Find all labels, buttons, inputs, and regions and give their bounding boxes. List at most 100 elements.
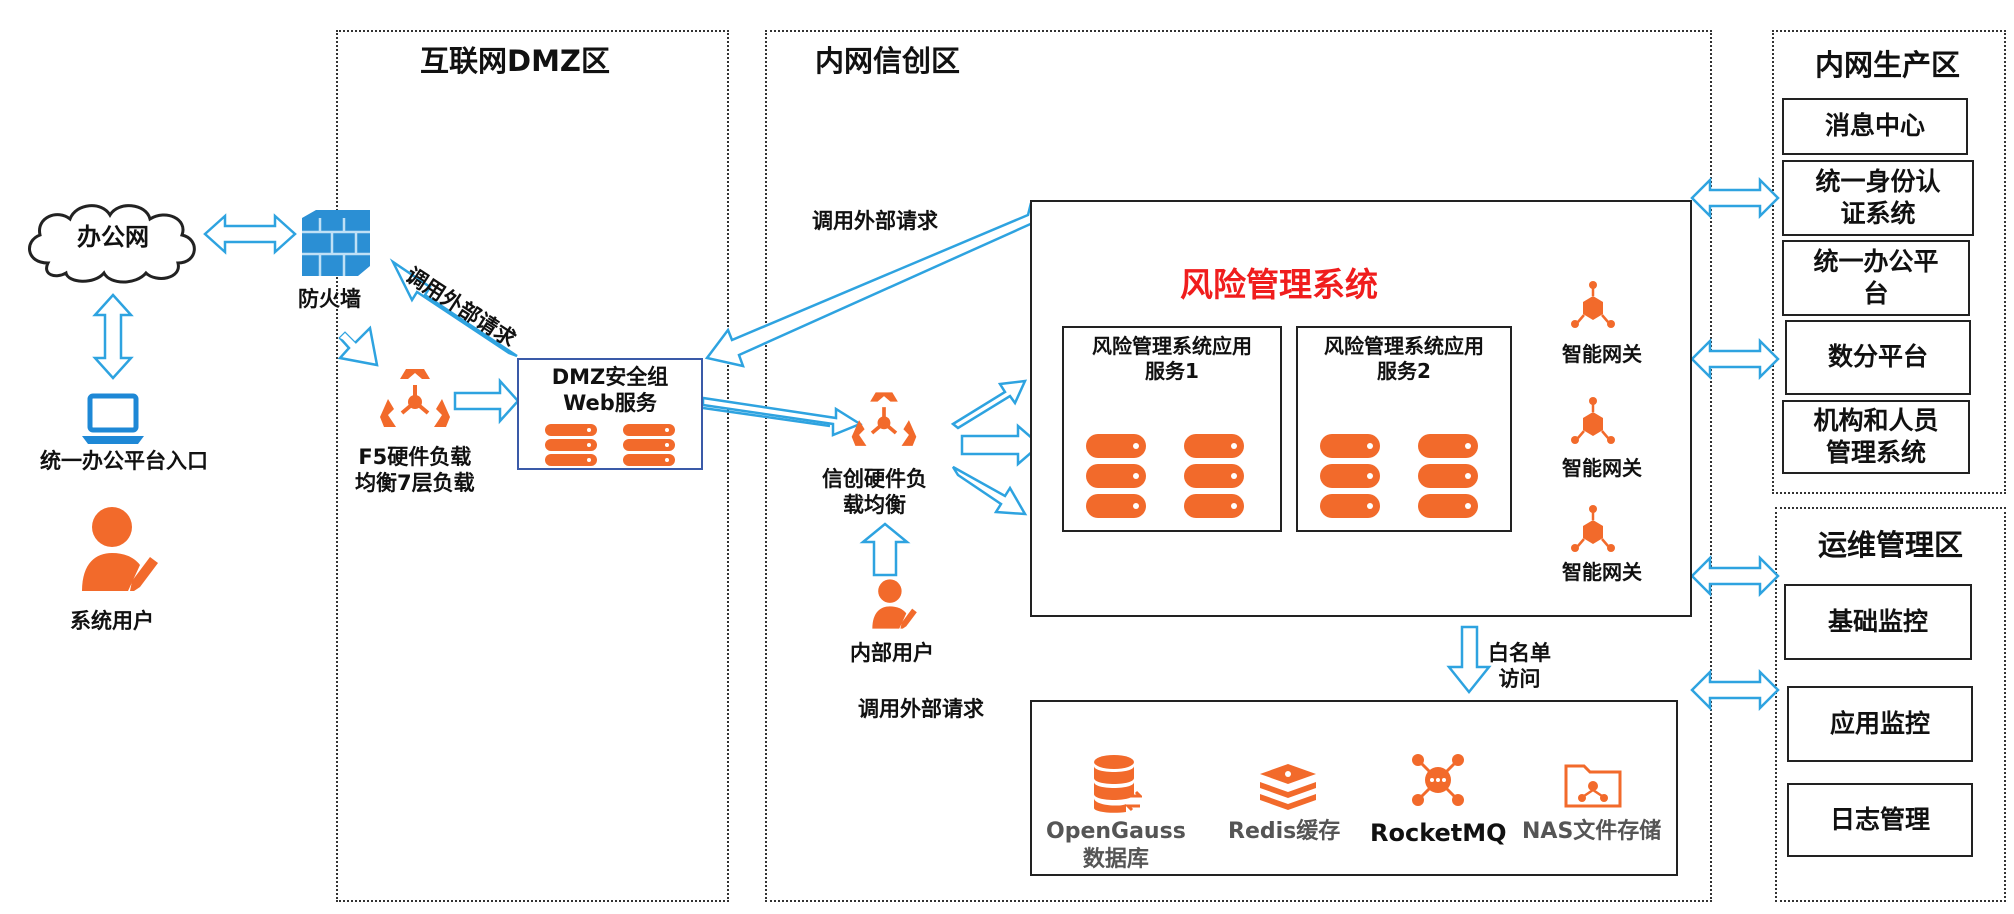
service2-line2: 服务2 bbox=[1377, 359, 1431, 383]
laptop-icon bbox=[82, 393, 144, 444]
firewall-icon bbox=[302, 210, 370, 276]
prod-item-line1: 统一办公平 bbox=[1813, 246, 1939, 276]
prod-item-line1: 消息中心 bbox=[1824, 111, 1925, 141]
arrow-lb-risk-3 bbox=[951, 465, 1028, 516]
ops-item-label: 日志管理 bbox=[1829, 804, 1930, 834]
prod-item-line2: 台 bbox=[1863, 279, 1889, 308]
dmz-web-service-box[interactable]: DMZ安全组 Web服务 bbox=[517, 358, 703, 470]
production-zone bbox=[1772, 30, 2006, 494]
dmz-zone bbox=[336, 30, 729, 902]
office-platform-box[interactable]: 统一办公平台 bbox=[1782, 240, 1970, 316]
web-label-line1: DMZ安全组 bbox=[551, 365, 669, 389]
smart-gateway-label: 智能网关 bbox=[1562, 560, 1642, 584]
xinchuang-zone bbox=[765, 30, 1712, 902]
arrow-cloud-portal bbox=[92, 293, 134, 380]
prod-item-line1: 数分平台 bbox=[1827, 342, 1928, 372]
xinchuang-lb-label: 信创硬件负 载均衡 bbox=[822, 466, 927, 519]
arrow-web-lb-outline bbox=[702, 406, 831, 428]
storage-box: OpenGauss 数据库 Redis缓存 RocketMQ NAS文件存储 bbox=[1030, 700, 1678, 876]
internal-user-label: 内部用户 bbox=[850, 641, 934, 665]
xinchuang-call-external-top: 调用外部请求 bbox=[812, 209, 938, 233]
arrow-risk-ops-1 bbox=[1690, 554, 1780, 598]
log-management-box[interactable]: 日志管理 bbox=[1787, 783, 1973, 857]
arrow-risk-web bbox=[704, 202, 1037, 368]
f5-load-balancer-icon bbox=[380, 369, 450, 427]
server-icon bbox=[1320, 434, 1380, 518]
server-icon bbox=[1086, 434, 1146, 518]
arrow-risk-prod-2 bbox=[1690, 337, 1780, 381]
server-icon bbox=[545, 424, 597, 466]
system-user-label: 系统用户 bbox=[70, 609, 154, 633]
smart-gateway-label: 智能网关 bbox=[1562, 456, 1642, 480]
ops-item-label: 应用监控 bbox=[1829, 708, 1930, 738]
smart-gateway-icon bbox=[1571, 397, 1615, 444]
internal-user-icon bbox=[872, 579, 917, 629]
office-network-cloud-icon bbox=[28, 204, 196, 284]
whitelist-label: 白名单 访问 bbox=[1488, 640, 1551, 693]
arrow-web-lb bbox=[701, 396, 863, 437]
production-zone-title: 内网生产区 bbox=[1815, 48, 1961, 82]
identity-auth-box[interactable]: 统一身份认证系统 bbox=[1782, 160, 1974, 236]
opengauss-label: OpenGauss 数据库 bbox=[1046, 818, 1186, 873]
f5-label-line1: F5硬件负载 bbox=[358, 445, 472, 469]
lb-label-line2: 载均衡 bbox=[843, 493, 906, 518]
ops-zone bbox=[1775, 507, 2006, 902]
ops-zone-title: 运维管理区 bbox=[1818, 528, 1964, 562]
app-service-1-box[interactable]: 风险管理系统应用 服务1 bbox=[1062, 326, 1282, 532]
data-analytics-box[interactable]: 数分平台 bbox=[1785, 320, 1971, 395]
dmz-zone-title: 互联网DMZ区 bbox=[420, 44, 610, 78]
lb-label-line1: 信创硬件负 bbox=[822, 467, 927, 491]
opengauss-line2: 数据库 bbox=[1082, 846, 1149, 872]
app-service-2-box[interactable]: 风险管理系统应用 服务2 bbox=[1296, 326, 1512, 532]
app-service-1-label: 风险管理系统应用 服务1 bbox=[1064, 334, 1280, 384]
prod-item-line2: 管理系统 bbox=[1825, 438, 1926, 467]
f5-label-line2: 均衡7层负载 bbox=[355, 471, 475, 496]
whitelist-line1: 白名单 bbox=[1488, 641, 1551, 665]
arrow-risk-prod-1 bbox=[1690, 176, 1780, 220]
app-service-2-label: 风险管理系统应用 服务2 bbox=[1298, 334, 1510, 384]
smart-gateway-icon bbox=[1571, 281, 1615, 328]
database-icon bbox=[1094, 755, 1142, 813]
basic-monitoring-box[interactable]: 基础监控 bbox=[1784, 584, 1972, 660]
arrow-whitelist bbox=[1446, 625, 1492, 695]
system-user-icon bbox=[82, 507, 158, 591]
risk-system-title: 风险管理系统 bbox=[1180, 265, 1378, 304]
firewall-label: 防火墙 bbox=[298, 287, 361, 311]
portal-label: 统一办公平台入口 bbox=[40, 449, 208, 473]
server-icon bbox=[623, 424, 675, 466]
ops-item-label: 基础监控 bbox=[1827, 606, 1928, 636]
web-label-line2: Web服务 bbox=[563, 391, 657, 416]
prod-item-line2: 证系统 bbox=[1840, 199, 1916, 228]
arrow-lb-risk-2 bbox=[960, 423, 1042, 467]
redis-icon bbox=[1260, 764, 1316, 810]
f5-label: F5硬件负载 均衡7层负载 bbox=[355, 444, 475, 497]
arrow-f5-web bbox=[453, 377, 520, 425]
arrow-lb-risk-1 bbox=[950, 379, 1028, 430]
rocketmq-label: RocketMQ bbox=[1370, 819, 1507, 847]
nas-label: NAS文件存储 bbox=[1522, 819, 1662, 844]
message-center-box[interactable]: 消息中心 bbox=[1782, 98, 1968, 155]
prod-item-line1: 机构和人员 bbox=[1813, 405, 1939, 435]
server-icon bbox=[1418, 434, 1478, 518]
app-monitoring-box[interactable]: 应用监控 bbox=[1787, 686, 1973, 762]
whitelist-line2: 访问 bbox=[1498, 667, 1541, 692]
service2-line1: 风险管理系统应用 bbox=[1324, 334, 1484, 358]
arrow-risk-ops-2 bbox=[1690, 668, 1780, 712]
org-personnel-box[interactable]: 机构和人员管理系统 bbox=[1782, 400, 1970, 474]
smart-gateway-label: 智能网关 bbox=[1562, 342, 1642, 366]
arrow-cloud-firewall bbox=[203, 213, 297, 255]
rocketmq-icon bbox=[1412, 754, 1464, 806]
web-service-label: DMZ安全组 Web服务 bbox=[519, 364, 701, 417]
xinchuang-load-balancer-icon bbox=[851, 392, 917, 446]
opengauss-line1: OpenGauss bbox=[1046, 819, 1186, 844]
service1-line2: 服务1 bbox=[1145, 359, 1199, 383]
redis-label: Redis缓存 bbox=[1228, 819, 1341, 844]
server-icon bbox=[1184, 434, 1244, 518]
arrow-user-lb bbox=[859, 522, 911, 577]
xinchuang-call-external-bottom: 调用外部请求 bbox=[858, 697, 984, 721]
risk-management-system-box[interactable]: 风险管理系统 风险管理系统应用 服务1 风险管理系统应用 服务2 bbox=[1030, 200, 1692, 617]
service1-line1: 风险管理系统应用 bbox=[1092, 334, 1252, 358]
prod-item-line1: 统一身份认 bbox=[1815, 166, 1941, 196]
smart-gateway-icon bbox=[1571, 505, 1615, 552]
